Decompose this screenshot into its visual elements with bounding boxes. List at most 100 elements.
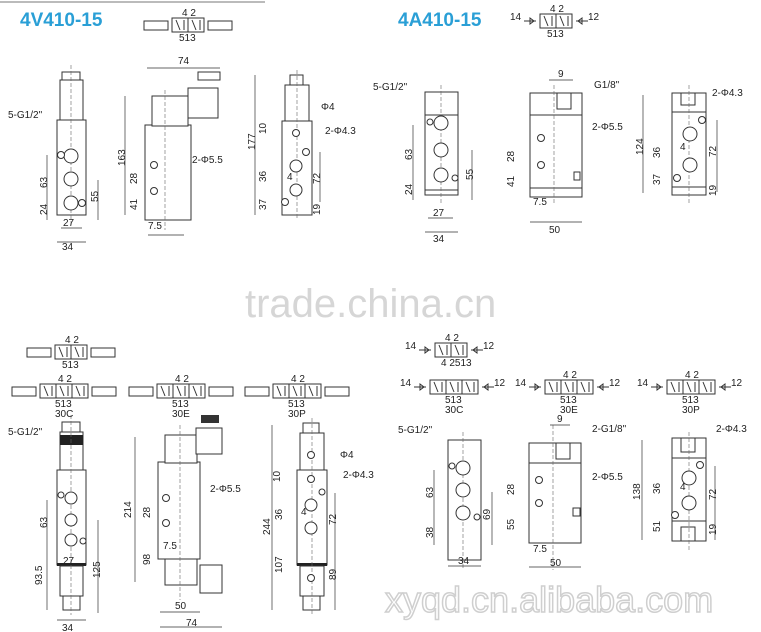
pilot-port-12: 12 — [494, 378, 506, 389]
view-4a-double-front — [433, 432, 493, 570]
view-4v-double-front — [46, 415, 99, 621]
view-4v-double-rear — [271, 418, 336, 615]
variant-label: 30P — [288, 409, 306, 420]
dimension-label: 34 — [62, 242, 74, 253]
solenoid-icon — [208, 386, 234, 397]
dimension-label: 163 — [117, 149, 128, 166]
dimension-label: 5-G1/2" — [8, 427, 43, 438]
pilot-arrow-icon — [529, 383, 541, 391]
solenoid-icon — [244, 386, 270, 397]
dimension-label: 50 — [175, 601, 187, 612]
dimension-label: 19 — [708, 523, 719, 535]
pilot-port-12: 12 — [588, 12, 600, 23]
dimension-label: 72 — [312, 172, 323, 184]
dimension-label: 34 — [62, 623, 74, 632]
dimension-label: 10 — [272, 470, 283, 482]
dimension-label: 63 — [39, 516, 50, 528]
dimension-label: 24 — [39, 203, 50, 215]
port-label-top: 4 2 — [182, 8, 196, 19]
dimension-label: 2-G1/8" — [592, 424, 627, 435]
port-label-top: 4 2 — [445, 333, 459, 344]
dimension-label: 5-G1/2" — [8, 110, 43, 121]
dimension-label: 63 — [39, 176, 50, 188]
dimension-label: 2-Φ4.3 — [325, 126, 356, 137]
dimension-label: 36 — [652, 482, 663, 494]
view-4v-side — [124, 67, 221, 236]
port-label-top: 4 2 — [175, 374, 189, 385]
dimension-label: 7.5 — [148, 221, 162, 232]
port-label-bottom: 513 — [547, 29, 564, 40]
dimension-label: 74 — [186, 618, 198, 629]
dimension-label: 50 — [550, 558, 562, 569]
port-label-top: 4 2 — [563, 370, 577, 381]
dimension-label: 63 — [425, 486, 436, 498]
dimension-label: 5-G1/2" — [373, 82, 408, 93]
dimension-label: 2-Φ5.5 — [592, 472, 623, 483]
dimension-label: 41 — [129, 198, 140, 210]
dimension-label: 27 — [63, 218, 75, 229]
dimension-label: 28 — [129, 172, 140, 184]
variant-label: 30P — [682, 405, 700, 416]
watermark-trade-china: trade.china.cn — [245, 282, 496, 326]
port-label-bottom: 513 — [55, 399, 72, 410]
port-label-top: 4 2 — [550, 4, 564, 15]
dimension-label: 107 — [274, 556, 285, 573]
dimension-label: 41 — [506, 175, 517, 187]
view-4a-front — [412, 85, 473, 233]
dimension-label: 72 — [708, 145, 719, 157]
dimension-label: 55 — [90, 190, 101, 202]
solenoid-icon — [128, 386, 154, 397]
dimension-label: 27 — [433, 208, 445, 219]
dimension-label: 2-Φ4.3 — [343, 470, 374, 481]
pilot-arrow-icon — [482, 383, 494, 391]
pilot-port-12: 12 — [609, 378, 621, 389]
dimension-label: 2-Φ4.3 — [712, 88, 743, 99]
port-label-top: 4 2 — [65, 335, 79, 346]
dimension-label: 7.5 — [533, 197, 547, 208]
model-title: 4V410-15 — [20, 10, 103, 31]
view-4a-double-rear — [641, 432, 716, 550]
dimension-label: 34 — [458, 556, 470, 567]
dimension-label: 10 — [258, 122, 269, 134]
dimension-label: 74 — [178, 56, 190, 67]
pilot-arrow-icon — [576, 17, 588, 25]
dimension-label: 36 — [274, 508, 285, 520]
solenoid-icon — [91, 386, 117, 397]
dimension-label: 50 — [549, 225, 561, 236]
pilot-arrow-icon — [414, 383, 426, 391]
dimension-label: 19 — [708, 184, 719, 196]
dimension-label: 27 — [63, 556, 75, 567]
dimension-label: 72 — [708, 488, 719, 500]
pilot-port-14: 14 — [405, 341, 417, 352]
dimension-label: 2-Φ4.3 — [716, 424, 747, 435]
port-label-top: 4 2 — [685, 370, 699, 381]
solenoid-icon — [90, 347, 116, 358]
dimension-label: 63 — [404, 148, 415, 160]
port-label-bottom: 513 — [445, 395, 462, 406]
dimension-label: 37 — [258, 198, 269, 210]
pilot-port-14: 14 — [515, 378, 527, 389]
watermark-alibaba: xyqd.cn.alibaba.com — [385, 579, 713, 620]
pilot-arrow-icon — [597, 383, 609, 391]
pilot-arrow-icon — [651, 383, 663, 391]
dimension-label: 214 — [123, 501, 134, 518]
dimension-label: 36 — [258, 170, 269, 182]
solenoid-icon — [11, 386, 37, 397]
port-label-bottom: 513 — [62, 360, 79, 371]
dimension-label: 9 — [558, 69, 564, 80]
port-label-bottom: 513 — [288, 399, 305, 410]
solenoid-icon — [143, 20, 169, 31]
pilot-port-14: 14 — [637, 378, 649, 389]
dimension-label: 38 — [425, 526, 436, 538]
dimension-label: 125 — [92, 561, 103, 578]
dimension-label: 69 — [482, 508, 493, 520]
